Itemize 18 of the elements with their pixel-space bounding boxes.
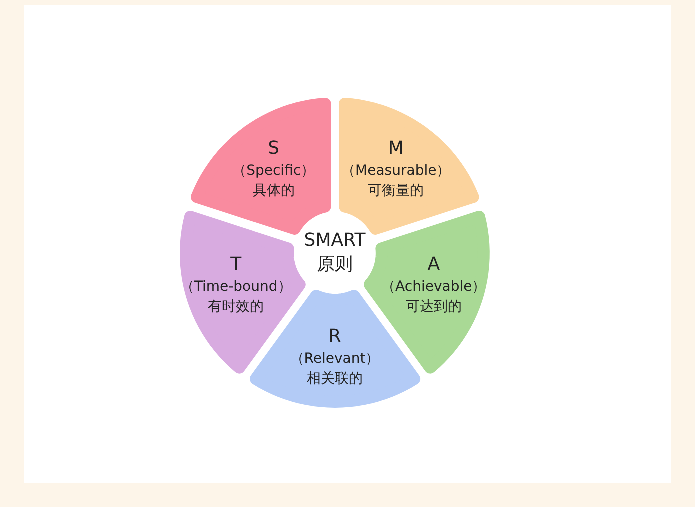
chinese-term: 可达到的 (406, 298, 462, 318)
english-term: （Measurable） (342, 162, 451, 181)
segment-letter: A (428, 253, 440, 278)
segment-letter: T (230, 253, 242, 278)
sector-segment (180, 210, 306, 374)
english-term: （Time-bound） (180, 278, 292, 298)
english-term: （Achievable） (382, 278, 486, 298)
sector-segment (364, 210, 490, 374)
english-term: （Specific） (232, 162, 316, 181)
chinese-term: 有时效的 (208, 298, 264, 318)
chinese-term: 相关联的 (306, 370, 363, 389)
segment-letter: S (268, 136, 280, 161)
center-title: SMART原则 (304, 229, 366, 277)
english-term: （Relevant） (290, 350, 380, 369)
segment-letter: R (328, 324, 342, 349)
segment-letter: M (388, 136, 404, 161)
chinese-term: 可衡量的 (368, 182, 424, 201)
chinese-term: 具体的 (252, 182, 295, 201)
